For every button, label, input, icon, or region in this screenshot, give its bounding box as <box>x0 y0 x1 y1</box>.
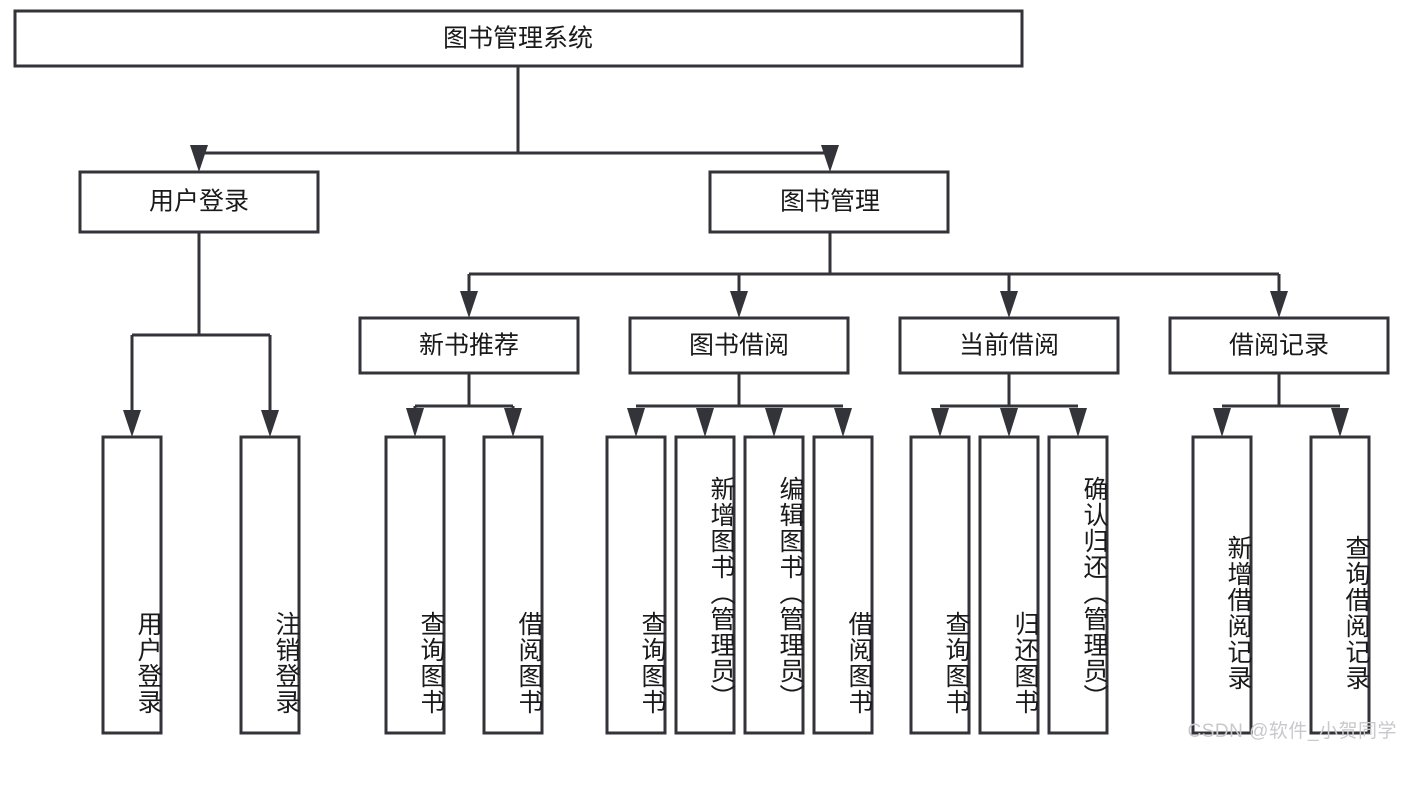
arrow-head-bb-l1 <box>627 408 645 437</box>
arrow-head-br-l2 <box>1331 408 1349 437</box>
node-book-management[interactable]: 图书管理 <box>708 170 950 234</box>
arrow-head-cb-l3 <box>1069 408 1087 437</box>
arrow-head-bb-l3 <box>765 408 783 437</box>
node-root-box[interactable] <box>13 9 1024 68</box>
arrow-head-cb-l2 <box>1000 408 1018 437</box>
leaf-box-newbook-borrow[interactable] <box>482 435 544 735</box>
arrow-head-bb-l4 <box>834 408 852 437</box>
node-new-book-recommend-label: 新书推荐 <box>419 332 519 360</box>
leaf-box-cb-return[interactable] <box>978 435 1040 735</box>
connector-layer <box>123 66 1349 437</box>
arrow-head-newbook-l2 <box>504 408 522 437</box>
csdn-watermark: CSDN @软件_小贺同学 <box>1187 721 1397 742</box>
arrow-head-login-leaf1 <box>123 410 141 437</box>
arrow-head-login <box>190 145 208 172</box>
arrow-head-currentborrow <box>1000 291 1018 318</box>
node-root-label: 图书管理系统 <box>443 25 593 53</box>
node-book-management-label: 图书管理 <box>780 188 880 216</box>
diagram-canvas: 图书管理系统 用户登录 图书管理 新书推荐 图书借阅 当前借阅 借阅记录 <box>13 9 1390 735</box>
leaf-box-user-login[interactable] <box>101 435 163 735</box>
node-book-management-box[interactable] <box>708 170 950 234</box>
arrow-head-borrowrecord <box>1270 291 1288 318</box>
leaf-box-br-query[interactable] <box>1309 435 1371 735</box>
node-book-borrow[interactable]: 图书借阅 <box>628 316 850 375</box>
node-user-login[interactable]: 用户登录 <box>78 170 320 234</box>
leaf-box-br-add[interactable] <box>1191 435 1253 735</box>
node-user-login-label: 用户登录 <box>149 188 249 216</box>
leaf-box-bb-add[interactable] <box>674 435 736 735</box>
leaf-box-bb-query[interactable] <box>605 435 667 735</box>
node-borrow-record[interactable]: 借阅记录 <box>1168 316 1390 375</box>
arrow-head-books <box>821 145 839 172</box>
node-current-borrow-box[interactable] <box>898 316 1120 375</box>
leaf-box-bb-edit[interactable] <box>743 435 805 735</box>
arrow-head-bookborrow <box>730 291 748 318</box>
arrow-head-br-l1 <box>1213 408 1231 437</box>
arrow-head-cb-l1 <box>931 408 949 437</box>
node-borrow-record-box[interactable] <box>1168 316 1390 375</box>
node-new-book-recommend-box[interactable] <box>358 316 580 375</box>
arrow-head-newbook <box>460 291 478 318</box>
node-new-book-recommend[interactable]: 新书推荐 <box>358 316 580 375</box>
node-current-borrow[interactable]: 当前借阅 <box>898 316 1120 375</box>
leaf-box-bb-borrow[interactable] <box>812 435 874 735</box>
arrow-head-newbook-l1 <box>406 408 424 437</box>
leaf-box-cb-confirm[interactable] <box>1047 435 1109 735</box>
node-borrow-record-label: 借阅记录 <box>1229 332 1329 360</box>
node-current-borrow-label: 当前借阅 <box>959 332 1059 360</box>
leaf-box-cb-query[interactable] <box>909 435 971 735</box>
node-user-login-box[interactable] <box>78 170 320 234</box>
leaf-box-newbook-query[interactable] <box>384 435 446 735</box>
node-book-borrow-box[interactable] <box>628 316 850 375</box>
node-book-borrow-label: 图书借阅 <box>689 332 789 360</box>
leaf-box-logout[interactable] <box>239 435 301 735</box>
diagram-root: 图书管理系统 用户登录 图书管理 新书推荐 图书借阅 当前借阅 借阅记录 <box>13 9 1397 742</box>
arrow-head-bb-l2 <box>696 408 714 437</box>
node-root[interactable]: 图书管理系统 <box>13 9 1024 68</box>
arrow-head-login-leaf2 <box>261 410 279 437</box>
